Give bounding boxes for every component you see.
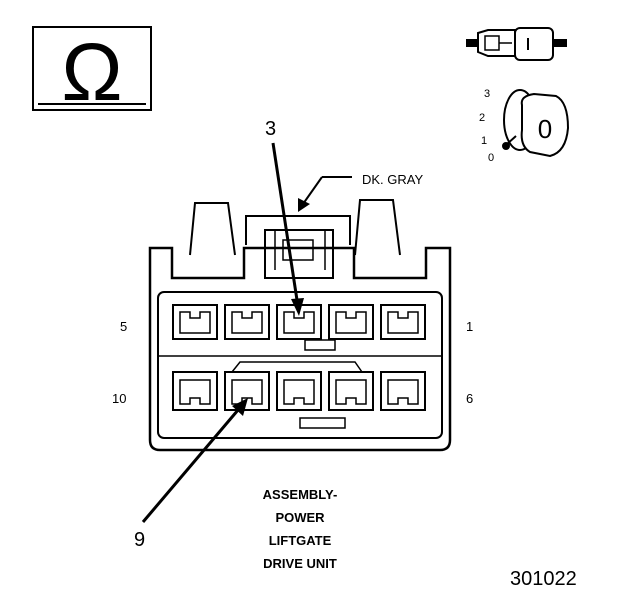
key-position-icon: 3 2 1 0 0 — [479, 88, 570, 164]
terminal-cavity — [328, 304, 374, 340]
terminal-cavity — [224, 304, 270, 340]
pin-label-1: 1 — [466, 319, 473, 334]
terminal-row-top — [172, 304, 426, 340]
caption: ASSEMBLY- POWER LIFTGATE DRIVE UNIT — [263, 487, 338, 571]
svg-text:2: 2 — [479, 112, 485, 124]
pin-label-6: 6 — [466, 391, 473, 406]
pin-label-5: 5 — [120, 319, 127, 334]
terminal-cavity — [172, 304, 218, 340]
terminal-cavity — [224, 371, 270, 411]
caption-line-1: ASSEMBLY- — [263, 487, 338, 502]
connector-body — [148, 199, 452, 452]
svg-text:0: 0 — [488, 152, 494, 164]
wire-color-callout: DK. GRAY — [298, 172, 423, 212]
terminal-cavity — [276, 371, 322, 411]
pin-label-10: 10 — [112, 391, 126, 406]
callout-9: 9 — [134, 398, 248, 551]
callout-3-label: 3 — [265, 118, 276, 140]
omega-glyph: Ω — [61, 27, 122, 118]
callout-9-label: 9 — [134, 529, 145, 551]
figure-id: 301022 — [510, 568, 577, 590]
terminal-cavity — [380, 371, 426, 411]
svg-text:3: 3 — [484, 88, 490, 100]
caption-line-4: DRIVE UNIT — [263, 556, 337, 571]
terminal-cavity — [172, 371, 218, 411]
caption-line-2: POWER — [275, 510, 325, 525]
svg-text:1: 1 — [481, 135, 487, 147]
terminal-row-bottom — [172, 371, 426, 411]
wire-color-label: DK. GRAY — [362, 172, 423, 187]
omega-symbol-box: Ω — [32, 26, 152, 118]
connector-side-icon — [466, 27, 567, 61]
callout-3: 3 — [265, 118, 304, 316]
key-letter: 0 — [538, 114, 552, 144]
terminal-cavity — [328, 371, 374, 411]
caption-line-3: LIFTGATE — [269, 533, 332, 548]
terminal-cavity — [380, 304, 426, 340]
